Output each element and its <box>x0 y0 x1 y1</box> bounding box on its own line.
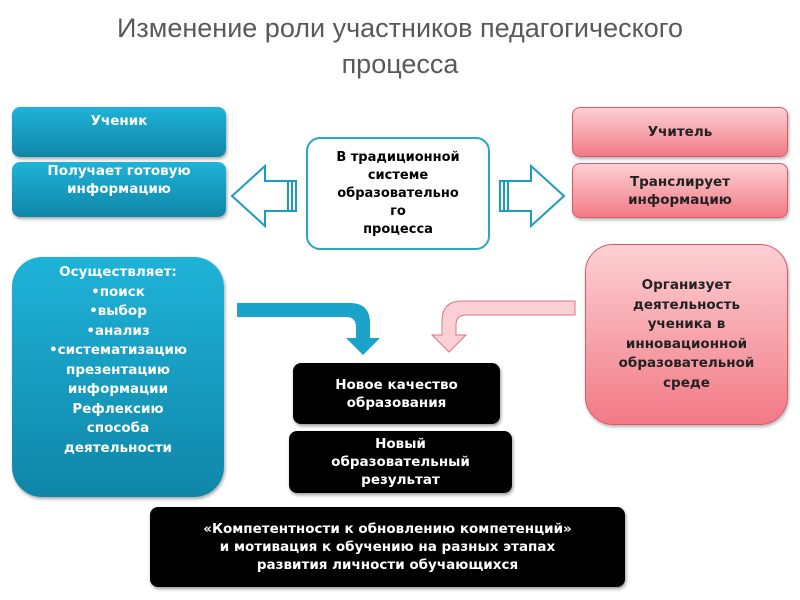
text-line: образовательно <box>337 185 459 201</box>
text-line: го <box>390 203 406 219</box>
teacher-organizes-box: Организует деятельность ученика в иннова… <box>585 244 788 425</box>
text-line: деятельности <box>63 439 173 456</box>
text-line: информации <box>67 381 169 397</box>
text-line: Осуществляет: <box>59 264 177 280</box>
new-result-box: Новый образовательный результат <box>289 431 512 493</box>
student-label-box: Ученик <box>12 107 226 157</box>
text-line: системе <box>367 167 429 183</box>
arrow-left-icon <box>230 163 297 229</box>
text-line: •выбор <box>89 303 147 319</box>
text-line: процесса <box>363 221 433 237</box>
text-line: •систематизацию <box>48 342 188 358</box>
new-quality-box: Новое качество образования <box>293 363 500 424</box>
student-activities-box: Осуществляет: •поиск •выбор •анализ •сис… <box>12 257 224 497</box>
curved-arrow-blue-icon <box>237 303 380 355</box>
text-line: Рефлексию <box>72 400 164 417</box>
text-line: ученика в <box>647 316 726 332</box>
text-line: способа <box>86 420 150 436</box>
text-line: •анализ <box>86 322 150 339</box>
curved-arrow-pink-icon <box>430 300 576 353</box>
text-line: презентацию <box>66 361 170 378</box>
text-line: Организует <box>641 277 732 293</box>
text-line: образовательной <box>618 355 755 371</box>
text-line: деятельность <box>632 296 741 313</box>
text-line: •поиск <box>91 283 145 300</box>
competence-box: «Компетентности к обновлению компетенций… <box>150 507 625 587</box>
text-line: инновационной <box>625 335 748 352</box>
teacher-label-box: Учитель <box>572 107 788 157</box>
text-line: среде <box>663 374 710 391</box>
slide-title: Изменение роли участников педагогическог… <box>117 13 683 79</box>
student-receives-box: Получает готовую информацию <box>12 162 226 217</box>
arrow-right-icon <box>499 163 566 229</box>
teacher-transmits-box: Транслирует информацию <box>572 163 788 218</box>
text-line: В традиционной <box>336 149 460 165</box>
traditional-system-box: В традиционной системе образовательно го… <box>306 137 490 250</box>
